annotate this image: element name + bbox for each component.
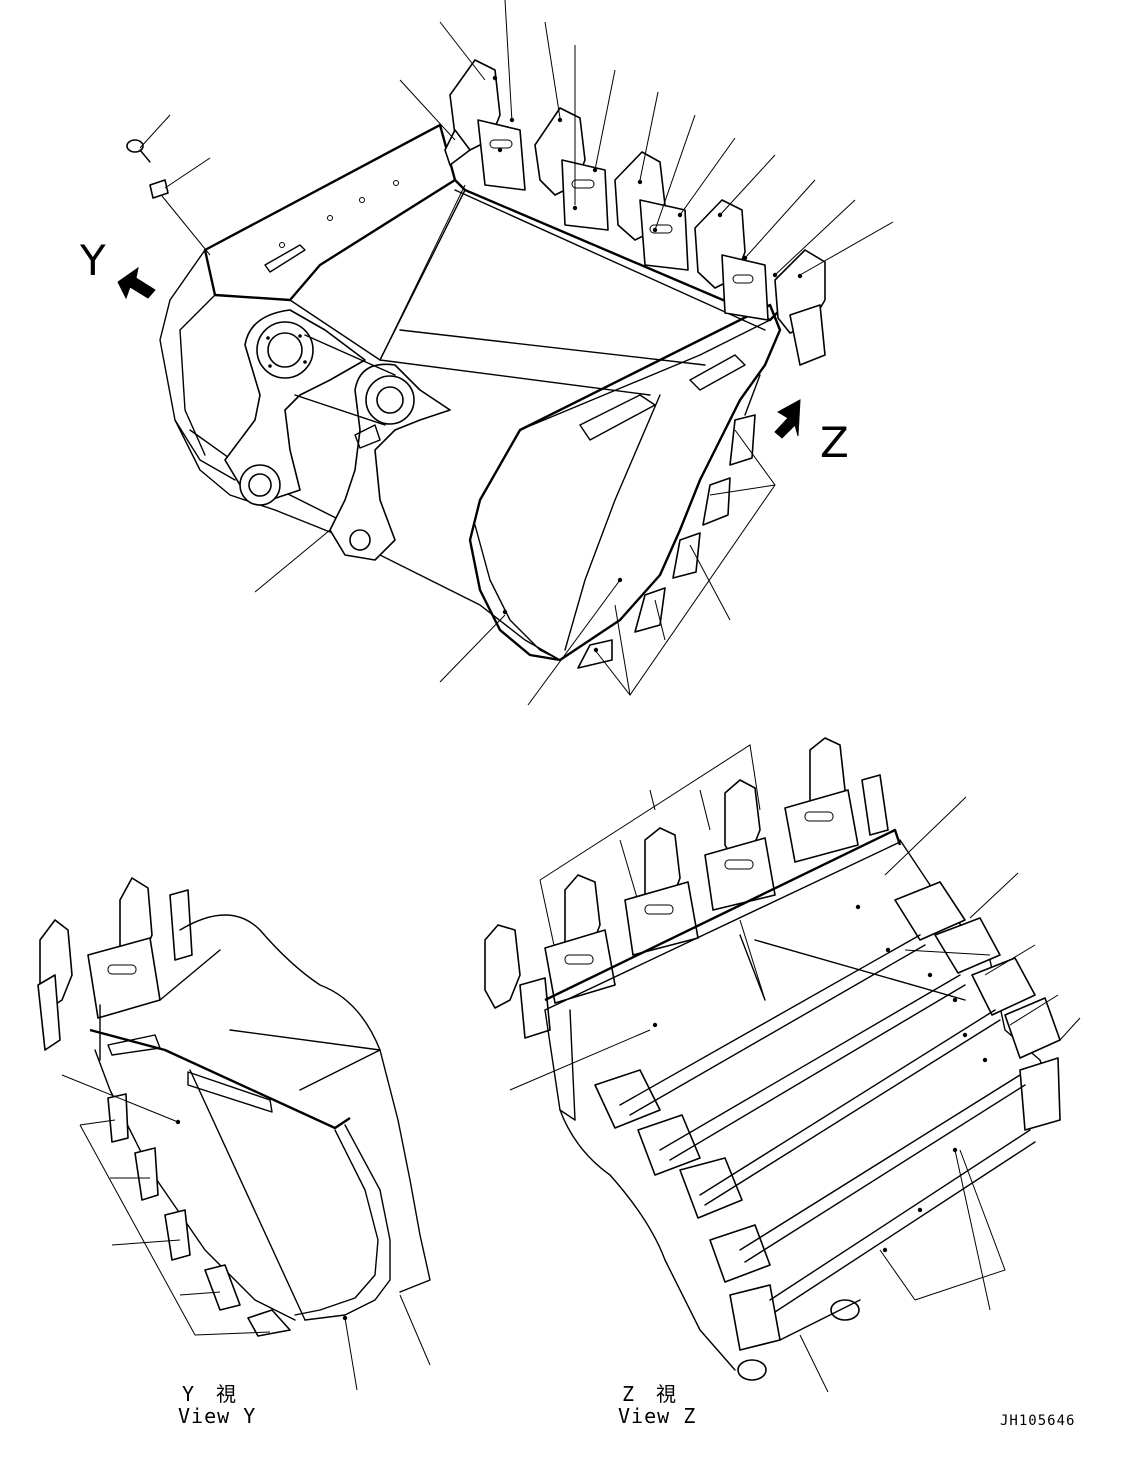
hinge-bracket-right bbox=[329, 363, 451, 561]
bucket-side-plate-right bbox=[468, 303, 782, 662]
view-y-marker: Y bbox=[80, 236, 106, 285]
view-y-drawing bbox=[37, 877, 431, 1391]
bucket-main-view bbox=[117, 0, 894, 706]
view-z-marker: Z bbox=[820, 418, 849, 467]
side-wear-pads bbox=[577, 374, 761, 669]
view-y-caption-en: View Y bbox=[178, 1404, 257, 1428]
hinge-bracket-left bbox=[224, 309, 366, 506]
view-z-caption-jp: Z 視 bbox=[622, 1382, 678, 1406]
view-y-caption-jp: Y 視 bbox=[182, 1382, 238, 1406]
view-z-arrow-icon bbox=[774, 399, 801, 439]
bolt-icon bbox=[126, 139, 211, 256]
bucket-side-plate-left bbox=[203, 123, 457, 302]
view-z-drawing bbox=[484, 737, 1081, 1393]
bucket-teeth-row bbox=[444, 59, 826, 366]
view-y-arrow-icon bbox=[117, 266, 156, 300]
drawing-number: JH105646 bbox=[1000, 1413, 1076, 1429]
leader-lines-top bbox=[139, 0, 894, 706]
view-z-caption-en: View Z bbox=[618, 1404, 697, 1428]
wear-strips bbox=[594, 881, 1061, 1351]
